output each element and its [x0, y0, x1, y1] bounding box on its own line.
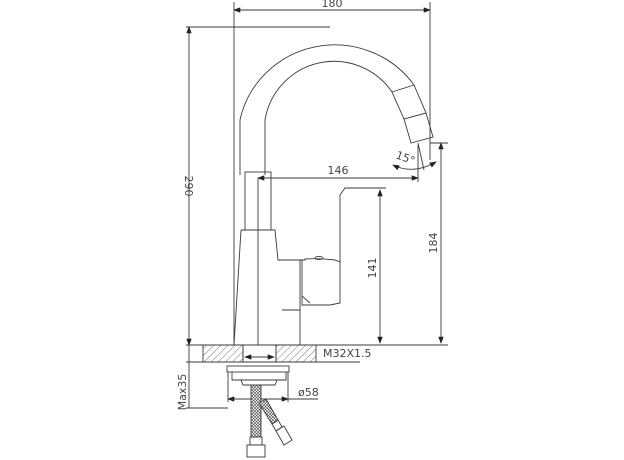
dimension-184: [430, 142, 448, 344]
faucet-body: [233, 171, 301, 346]
angle-15: [392, 142, 437, 171]
handle-lever: [300, 187, 378, 306]
label-58: ø58: [298, 386, 319, 399]
label-184: 184: [427, 233, 440, 254]
supply-hoses: [246, 384, 293, 458]
dimension-146: [257, 145, 419, 182]
spout: [239, 44, 434, 175]
label-290: 290: [182, 176, 195, 197]
label-m32: M32X1.5: [323, 347, 372, 360]
label-max35: Max35: [176, 374, 189, 411]
label-141: 141: [366, 258, 379, 279]
dimension-141: [345, 187, 386, 344]
label-146: 146: [328, 164, 349, 177]
dimension-max35: [186, 345, 228, 409]
mounting-nut: [226, 365, 290, 386]
label-15-degrees: 15°: [394, 149, 417, 168]
dimension-180: [233, 2, 431, 345]
dimension-290: [186, 26, 330, 346]
countertop-section: [202, 344, 360, 363]
label-180: 180: [322, 0, 343, 10]
